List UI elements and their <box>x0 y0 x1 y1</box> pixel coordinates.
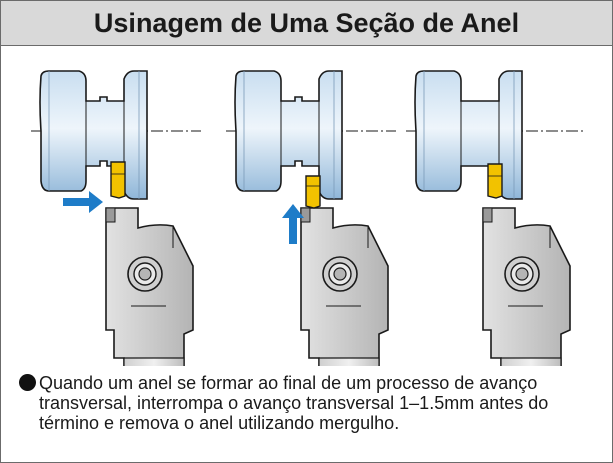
diagram-title: Usinagem de Uma Seção de Anel <box>1 1 612 46</box>
insert-2 <box>305 175 321 209</box>
tool-holder-1 <box>105 207 194 366</box>
arrow-right-icon <box>63 191 103 213</box>
step-1-panel <box>31 70 201 366</box>
bullet-icon <box>19 374 36 391</box>
step-2-panel <box>226 70 396 366</box>
workpiece-1 <box>39 70 148 200</box>
caption-note: Quando um anel se formar ao final de um … <box>19 373 599 433</box>
insert-3 <box>487 163 503 199</box>
workpiece-3 <box>414 70 523 200</box>
caption-text: Quando um anel se formar ao final de um … <box>39 373 549 433</box>
arrow-up-icon <box>282 204 304 244</box>
insert-1 <box>110 161 126 199</box>
workpiece-2 <box>234 70 343 200</box>
machining-steps-figure <box>31 70 586 366</box>
step-3-panel <box>406 70 586 366</box>
tool-holder-2 <box>300 207 389 366</box>
tool-holder-3 <box>482 207 571 366</box>
